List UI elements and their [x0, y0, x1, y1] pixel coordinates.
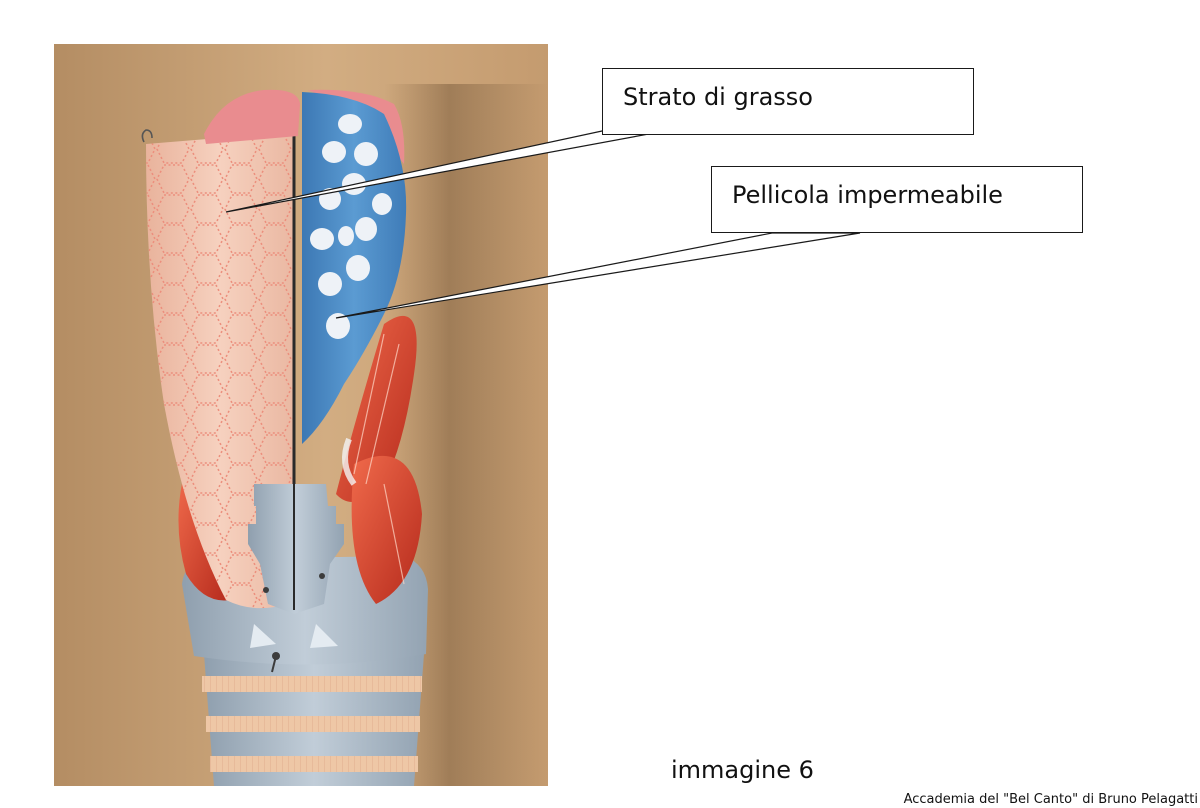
thyroid-cartilage-base	[248, 484, 344, 614]
membrane-dot	[338, 114, 362, 134]
waterproof-film-label: Pellicola impermeabile	[711, 166, 1083, 233]
image-caption: immagine 6	[671, 756, 814, 784]
membrane-dot	[322, 141, 346, 163]
larynx-model-illustration	[54, 44, 548, 786]
membrane-dot	[319, 188, 341, 210]
wire-hook	[141, 129, 153, 143]
membrane-dot	[326, 313, 350, 339]
membrane-dot	[338, 226, 354, 246]
trachea	[202, 654, 424, 786]
membrane-dot	[346, 255, 370, 281]
larynx-model-photo	[54, 44, 548, 786]
membrane-dot	[372, 193, 392, 215]
membrane-dot	[318, 272, 342, 296]
membrane-dot	[354, 142, 378, 166]
membrane-dot	[310, 228, 334, 250]
membrane-dot	[355, 217, 377, 241]
fat-layer-label: Strato di grasso	[602, 68, 974, 135]
credit-line: Accademia del "Bel Canto" di Bruno Pelag…	[903, 792, 1198, 807]
membrane-dot	[342, 173, 366, 195]
waterproof-film-label-text: Pellicola impermeabile	[732, 181, 1003, 209]
fat-layer-label-text: Strato di grasso	[623, 83, 813, 111]
right-muscles	[336, 315, 422, 604]
